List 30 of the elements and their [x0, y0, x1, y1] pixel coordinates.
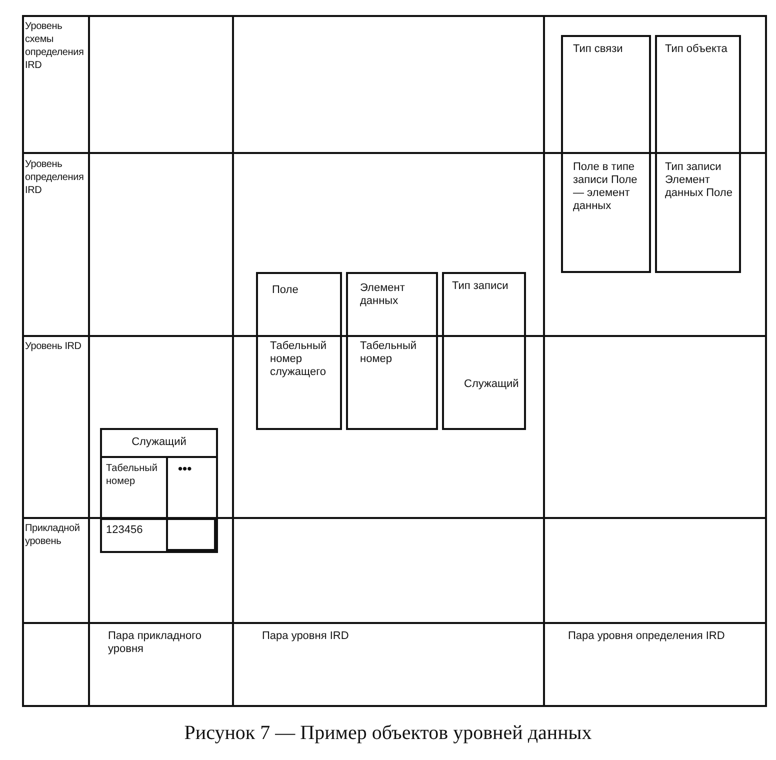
box-heading: ••• [178, 462, 193, 475]
record-box [100, 428, 218, 553]
level-label: Уровень схемы определения IRD [25, 20, 85, 72]
column-label: Пара уровня IRD [262, 630, 350, 643]
record-value-cell [166, 517, 216, 551]
level-label: Уровень IRD [25, 340, 82, 353]
box-text: Табельный номер [360, 340, 418, 366]
box-text: Тип записи Элемент данных Поле [665, 161, 734, 200]
column-label: Пара прикладного уровня [108, 630, 203, 656]
level-label: Уровень определения IRD [25, 158, 85, 197]
box-heading: Элемент данных [360, 282, 406, 308]
box-text: Служащий [464, 378, 520, 391]
box-heading: Табельный номер [106, 462, 158, 488]
box-heading: Тип объекта [665, 43, 728, 56]
record-type-box [442, 272, 526, 430]
field-box [256, 272, 342, 430]
box-text: Табельный номер служащего [270, 340, 328, 379]
box-heading: Тип связи [573, 43, 624, 56]
record-type-box [561, 35, 651, 273]
column-label: Пара уровня определения IRD [568, 630, 726, 643]
data-element-box [346, 272, 438, 430]
box-heading: Поле [272, 284, 300, 297]
box-heading: Служащий [130, 436, 188, 449]
figure-caption: Рисунок 7 — Пример объектов уровней данных [183, 722, 593, 745]
box-heading: 123456 [106, 524, 144, 537]
box-heading: Тип записи [452, 280, 510, 293]
level-label: Прикладной уровень [25, 522, 81, 548]
box-text: Поле в типе записи Поле — элемент данных [573, 161, 638, 213]
record-type-box [655, 35, 741, 273]
record-field-cell [166, 456, 218, 520]
